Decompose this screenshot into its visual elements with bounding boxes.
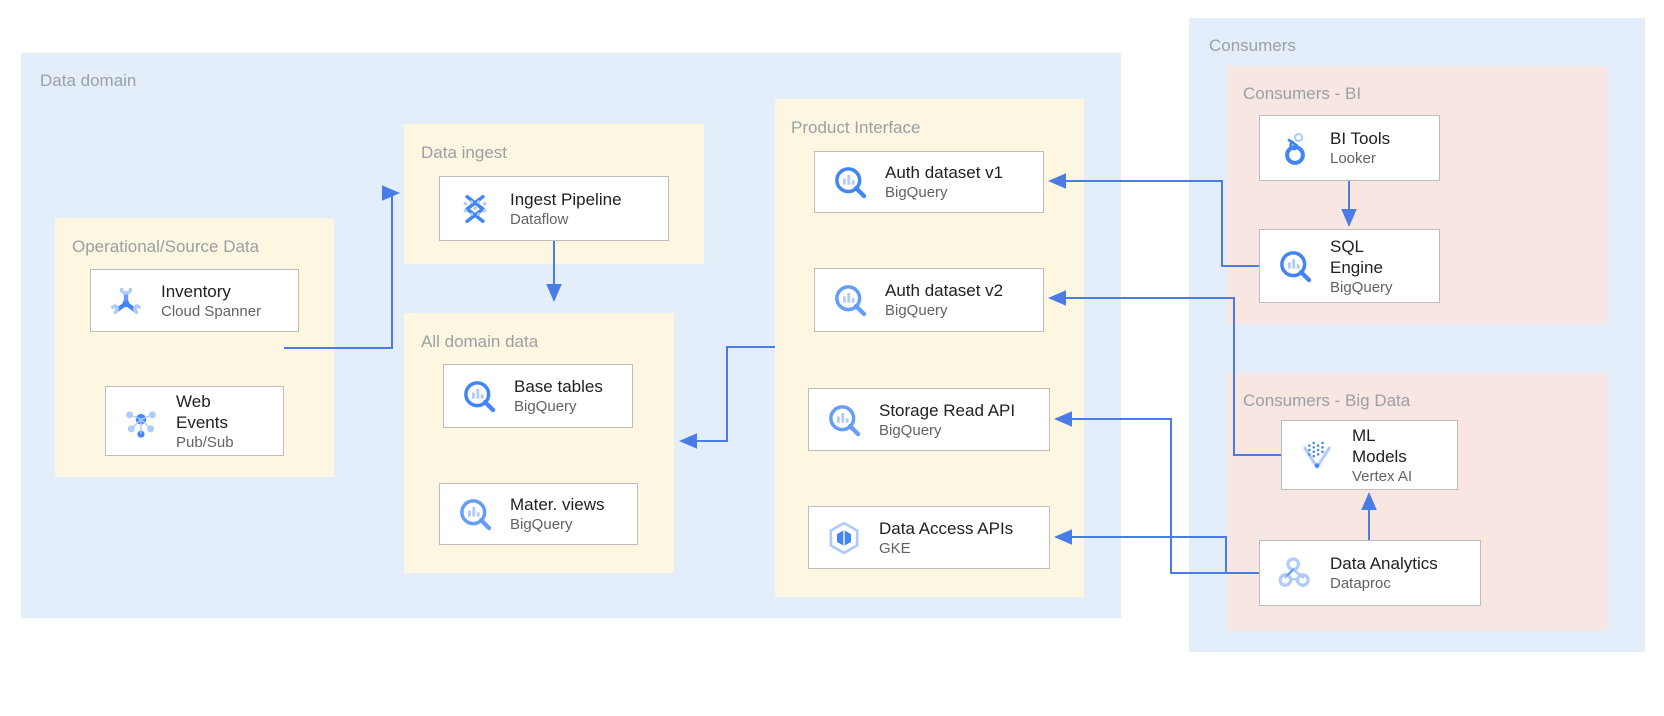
node-web-events-subtitle: Pub/Sub — [176, 433, 234, 451]
node-data-analytics-title: Data Analytics — [1330, 554, 1438, 573]
bigquery-icon — [827, 159, 873, 205]
dataflow-icon — [452, 186, 498, 232]
node-data-analytics[interactable]: Data Analytics Dataproc — [1259, 540, 1481, 606]
node-base-tables-title: Base tables — [514, 377, 603, 396]
node-ingest-pipeline[interactable]: Ingest Pipeline Dataflow — [439, 176, 669, 241]
node-sql-engine-title: SQL Engine — [1330, 236, 1383, 277]
cloud-spanner-icon — [103, 278, 149, 324]
node-ingest-pipeline-title: Ingest Pipeline — [510, 189, 622, 209]
node-base-tables[interactable]: Base tables BigQuery — [443, 364, 633, 428]
group-data-ingest-label: Data ingest — [421, 143, 507, 162]
node-bi-tools-subtitle: Looker — [1330, 150, 1376, 167]
node-bi-tools[interactable]: BI Tools Looker — [1259, 115, 1440, 181]
node-storage-read-api-subtitle: BigQuery — [879, 421, 942, 439]
group-product-interface-label: Product Interface — [791, 118, 921, 137]
bigquery-icon — [827, 277, 873, 323]
node-ml-models[interactable]: ML Models Vertex AI — [1281, 420, 1458, 490]
node-mater-views-subtitle: BigQuery — [510, 516, 573, 533]
node-data-access-apis-subtitle: GKE — [879, 539, 911, 557]
node-auth-dataset-v2-subtitle: BigQuery — [885, 302, 948, 319]
node-data-access-apis[interactable]: Data Access APIs GKE — [808, 506, 1050, 569]
node-ml-models-title: ML Models — [1352, 425, 1407, 466]
node-auth-dataset-v1-title: Auth dataset v1 — [885, 163, 1004, 182]
vertex-ai-icon — [1294, 432, 1340, 478]
node-ingest-pipeline-subtitle: Dataflow — [510, 210, 569, 228]
group-operational-source-data-label: Operational/Source Data — [72, 237, 260, 256]
node-storage-read-api[interactable]: Storage Read API BigQuery — [808, 388, 1050, 451]
group-consumers-big-data-label: Consumers - Big Data — [1243, 391, 1411, 410]
bigquery-icon — [456, 373, 502, 419]
node-auth-dataset-v1-subtitle: BigQuery — [885, 184, 948, 201]
node-auth-dataset-v2-title: Auth dataset v2 — [885, 281, 1004, 300]
looker-icon — [1272, 125, 1318, 171]
node-auth-dataset-v1[interactable]: Auth dataset v1 BigQuery — [814, 151, 1044, 213]
group-data-domain-label: Data domain — [40, 71, 137, 90]
group-consumers-bi-label: Consumers - BI — [1243, 84, 1362, 103]
node-base-tables-subtitle: BigQuery — [514, 398, 577, 415]
group-consumers-label: Consumers — [1209, 36, 1296, 55]
node-data-analytics-subtitle: Dataproc — [1330, 575, 1391, 592]
node-mater-views-title: Mater. views — [510, 495, 605, 514]
bigquery-icon — [1272, 243, 1318, 289]
node-inventory-subtitle: Cloud Spanner — [161, 302, 262, 320]
gke-icon — [821, 515, 867, 561]
node-sql-engine[interactable]: SQL Engine BigQuery — [1259, 229, 1440, 303]
bigquery-icon — [821, 397, 867, 443]
node-web-events-title: Web Events — [176, 391, 228, 432]
node-ml-models-subtitle: Vertex AI — [1352, 467, 1413, 485]
node-inventory[interactable]: Inventory Cloud Spanner — [90, 269, 299, 332]
node-data-access-apis-title: Data Access APIs — [879, 518, 1014, 538]
node-storage-read-api-title: Storage Read API — [879, 400, 1016, 420]
node-inventory-title: Inventory — [161, 281, 231, 301]
node-web-events[interactable]: Web Events Pub/Sub — [105, 386, 284, 456]
node-sql-engine-subtitle: BigQuery — [1330, 278, 1393, 296]
group-all-domain-data-label: All domain data — [421, 332, 539, 351]
bigquery-icon — [452, 491, 498, 537]
node-mater-views[interactable]: Mater. views BigQuery — [439, 483, 638, 545]
dataproc-icon — [1272, 550, 1318, 596]
node-auth-dataset-v2[interactable]: Auth dataset v2 BigQuery — [814, 268, 1044, 332]
node-bi-tools-title: BI Tools — [1330, 129, 1391, 148]
pubsub-icon — [118, 398, 164, 444]
